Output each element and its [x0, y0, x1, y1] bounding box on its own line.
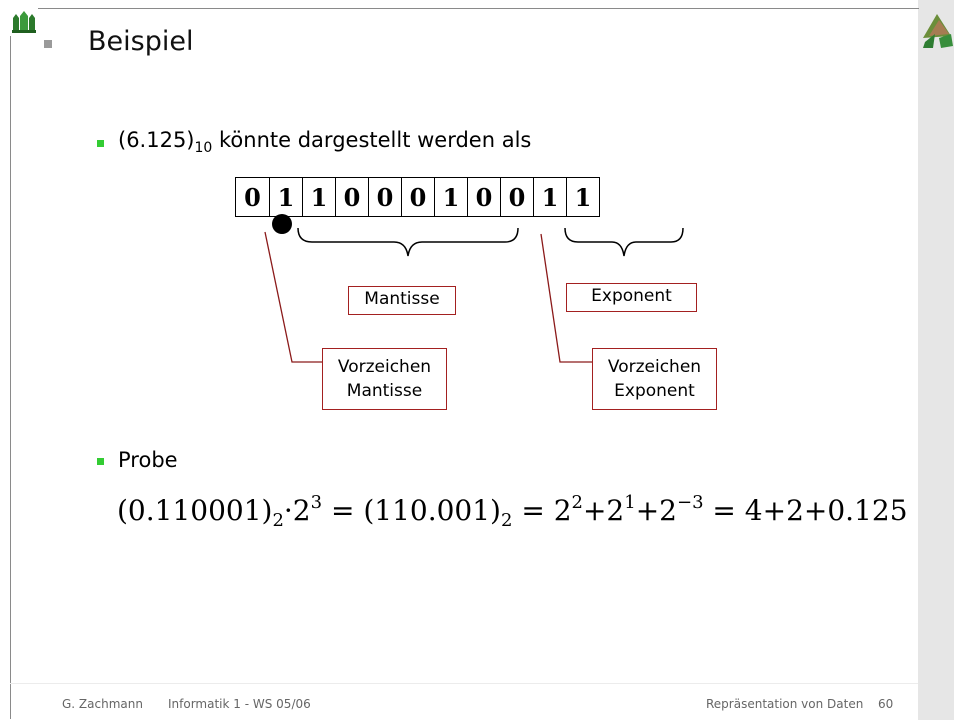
- bit-cell: 0: [401, 178, 434, 216]
- bit-field: 0 1 1 0 0 0 1 0 0 1 1: [235, 177, 600, 217]
- slide-frame: [10, 8, 919, 719]
- vz-exponent-line2: Exponent: [614, 381, 695, 401]
- vorzeichen-mantisse-label: Vorzeichen Mantisse: [322, 348, 447, 410]
- bit-cell: 0: [500, 178, 533, 216]
- vz-exponent-line1: Vorzeichen: [607, 357, 702, 377]
- bit-cell: 1: [269, 178, 302, 216]
- bit-cell: 1: [566, 178, 599, 216]
- bit-cell: 1: [434, 178, 467, 216]
- footer-course: Informatik 1 - WS 05/06: [168, 697, 311, 711]
- bit-cell: 1: [302, 178, 335, 216]
- bit-cell: 1: [533, 178, 566, 216]
- right-sidebar: [918, 0, 954, 720]
- exponent-label: Exponent: [566, 283, 697, 312]
- mantisse-brace: [297, 227, 519, 257]
- exponent-brace: [564, 227, 684, 257]
- footer-divider: [10, 683, 918, 684]
- slide-title: Beispiel: [88, 26, 194, 57]
- binary-point: [272, 214, 292, 234]
- bullet-marker: [97, 458, 104, 465]
- probe-formula: (0.110001)2·23 = (110.001)2 = 22+21+2−3 …: [117, 492, 908, 531]
- footer-author: G. Zachmann: [62, 697, 143, 711]
- group-logo-icon: [923, 14, 953, 48]
- footer-topic: Repräsentation von Daten: [706, 697, 864, 711]
- university-logo-icon: [10, 8, 38, 36]
- bit-cell: 0: [244, 182, 261, 212]
- bullet-text-probe: Probe: [118, 448, 178, 472]
- vorzeichen-exponent-label: Vorzeichen Exponent: [592, 348, 717, 410]
- bit-cell: 0: [368, 178, 401, 216]
- bullet-text-representation: (6.125)10 könnte dargestellt werden als: [118, 128, 532, 156]
- bit-cell: 0: [467, 178, 500, 216]
- vz-mantisse-line1: Vorzeichen: [337, 357, 432, 377]
- leader-vz-exponent: [540, 233, 592, 363]
- vz-mantisse-line2: Mantisse: [346, 381, 423, 401]
- mantisse-label: Mantisse: [348, 286, 456, 315]
- bit-cell: 0: [335, 178, 368, 216]
- leader-vz-mantisse: [264, 231, 322, 363]
- bullet-marker: [97, 140, 104, 147]
- title-marker: [44, 40, 52, 48]
- page-number: 60: [878, 697, 894, 711]
